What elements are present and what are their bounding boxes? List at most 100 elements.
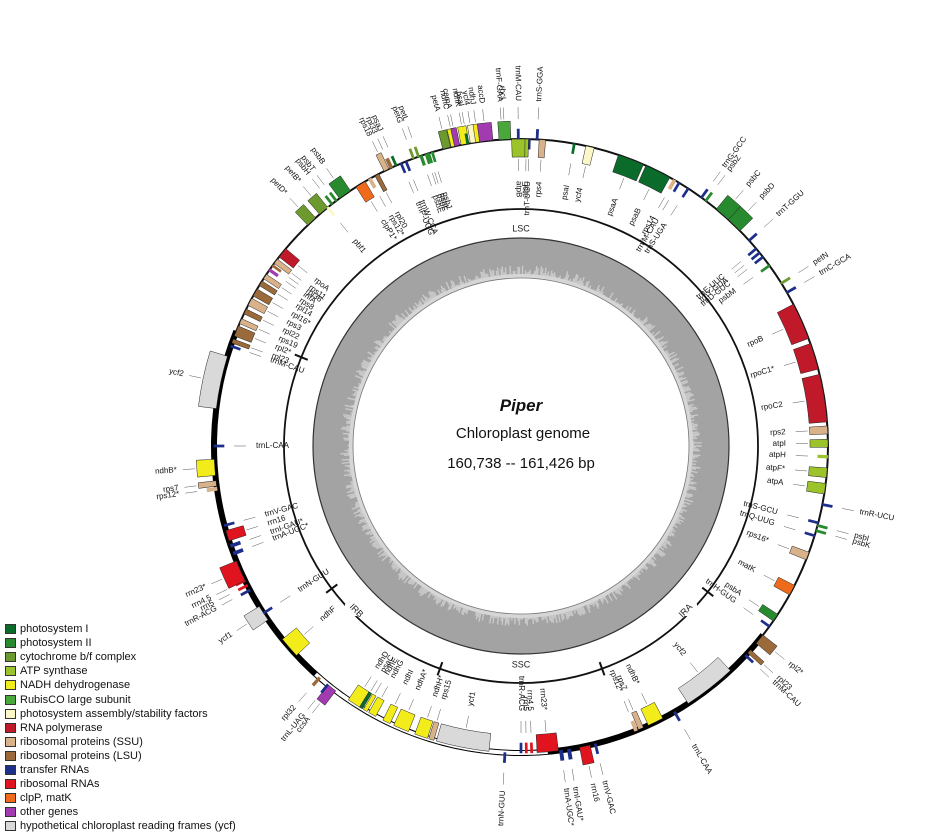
gene-label-connector: [462, 112, 464, 124]
legend-item: photosystem I: [5, 622, 236, 636]
gene-label-connector: [428, 706, 432, 717]
gene-label: atpH: [769, 450, 786, 460]
legend-item: other genes: [5, 805, 236, 819]
gene-label: pbf1: [351, 237, 368, 255]
gene-label-connector: [628, 699, 633, 710]
gene-label-connector: [308, 700, 316, 709]
gene-label-connector: [764, 219, 773, 227]
gene-label-connector: [743, 608, 753, 615]
gene-trnp-ugg: [400, 163, 406, 173]
legend-label: RubisCO large subunit: [20, 694, 131, 706]
gene-label-connector: [255, 338, 266, 342]
gene-label-connector: [437, 709, 441, 720]
gene-label-connector: [383, 136, 388, 147]
gene-label-connector: [732, 262, 741, 270]
legend-swatch: [5, 751, 16, 761]
legend-swatch: [5, 695, 16, 705]
gene-label-connector: [775, 652, 784, 660]
gene-label-connector: [278, 294, 288, 300]
gene-label-connector: [312, 179, 319, 188]
gene-label: trnM-CAU: [514, 65, 523, 101]
gene-label-connector: [408, 126, 412, 137]
legend-item: hypothetical chloroplast reading frames …: [5, 819, 236, 833]
gene-label-connector: [764, 665, 773, 673]
gene-trnr-acg: [520, 743, 522, 753]
gene-label-connector: [644, 189, 649, 200]
gene-label-connector: [583, 166, 586, 178]
genome-title: Piper: [500, 396, 544, 415]
gene-label: ndhA*: [413, 668, 430, 692]
gene-label-connector: [624, 701, 628, 712]
legend-item: cytochrome b/f complex: [5, 650, 236, 664]
genome-subtitle: Chloroplast genome: [456, 425, 590, 442]
gene-atpb: [512, 139, 525, 157]
gene-label-connector: [375, 683, 381, 693]
gene-label: rpl2*: [787, 659, 805, 676]
gene-label-connector: [185, 492, 197, 494]
legend-item: ATP synthase: [5, 664, 236, 678]
gene-label-connector: [317, 175, 324, 185]
gene-trnq-uug: [805, 532, 815, 537]
gene-ycf1: [436, 724, 490, 752]
gene-label-connector: [247, 526, 258, 530]
gene-rpoc1-: [793, 344, 818, 374]
gene-label-connector: [804, 277, 814, 283]
gene-label-connector: [620, 178, 624, 189]
gene-label-connector: [466, 716, 468, 728]
gene-label-connector: [382, 687, 388, 697]
gene-label-connector: [564, 770, 566, 782]
gene-label: petD*: [269, 176, 289, 197]
legend-item: NADH dehydrogenase: [5, 678, 236, 692]
gene-label-connector: [589, 766, 591, 778]
gene-label-connector: [402, 128, 406, 139]
gene-label-connector: [268, 311, 279, 317]
gene-label-connector: [185, 486, 197, 487]
legend-swatch: [5, 737, 16, 747]
gene-label: psbC: [744, 168, 763, 188]
gene-label-connector: [259, 329, 270, 334]
legend-swatch: [5, 793, 16, 803]
legend-item: ribosomal proteins (LSU): [5, 749, 236, 763]
gene-label-connector: [327, 168, 334, 178]
gene-psbe: [420, 155, 426, 165]
gene-label-connector: [483, 109, 484, 121]
gene-rpoc2: [802, 374, 827, 423]
gene-ndhi: [383, 704, 398, 724]
gene-atpf-: [808, 467, 827, 478]
legend-swatch: [5, 680, 16, 690]
gene-label-connector: [600, 763, 603, 775]
region-label-lsc: LSC: [512, 224, 530, 234]
gene-label-connector: [282, 288, 292, 295]
gene-label-connector: [378, 139, 383, 150]
gene-label-connector: [409, 182, 414, 193]
legend-swatch: [5, 765, 16, 775]
gene-rrn5: [525, 743, 527, 753]
gene-ndhf: [282, 628, 309, 655]
gene-label-connector: [438, 171, 441, 182]
gene-trnr-ucu: [822, 504, 832, 508]
legend-label: ribosomal proteins (LSU): [20, 750, 142, 762]
gene-label-connector: [713, 172, 720, 182]
gene-label-connector: [222, 600, 233, 606]
gene-label-connector: [365, 677, 372, 687]
gene-label-connector: [428, 175, 432, 186]
gene-label: rpoB: [746, 334, 765, 349]
gene-label-connector: [386, 193, 392, 204]
gene-label-connector: [237, 624, 247, 631]
legend-label: cytochrome b/f complex: [20, 651, 136, 663]
gene-label-connector: [642, 693, 647, 704]
gene-label-connector: [572, 769, 574, 781]
gene-label-connector: [736, 190, 744, 199]
legend-label: hypothetical chloroplast reading frames …: [20, 820, 236, 832]
gene-rps12-: [368, 178, 376, 188]
gene-label-connector: [340, 223, 348, 232]
legend-item: ribosomal RNAs: [5, 777, 236, 791]
legend-label: photosystem I: [20, 623, 88, 635]
gene-label-connector: [244, 517, 256, 520]
gene-label: atpA: [767, 476, 785, 487]
gene-label-connector: [772, 329, 783, 334]
gene-psai: [572, 143, 576, 153]
gene-label: psaA: [605, 196, 620, 217]
gene-atpi: [810, 439, 828, 447]
gene-label-connector: [798, 266, 808, 272]
